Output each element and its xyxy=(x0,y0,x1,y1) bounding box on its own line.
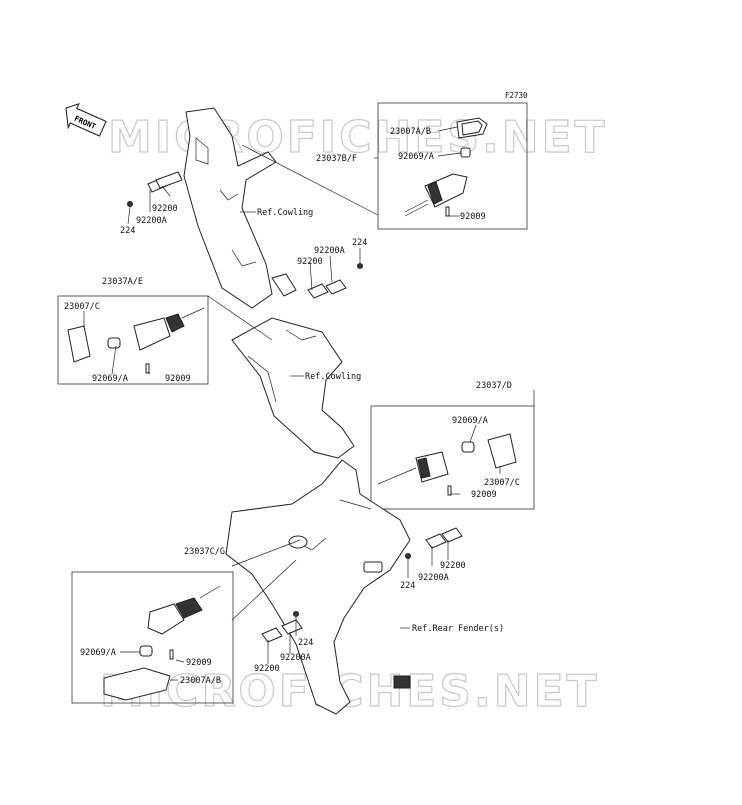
fastener-set-top-left xyxy=(127,171,183,207)
label-23007ab-top: 23007A/B xyxy=(390,127,431,137)
group-box-23037b xyxy=(377,102,528,230)
label-92069a-top: 92069/A xyxy=(398,152,434,162)
turn-signal-front-left xyxy=(67,307,205,374)
label-92200a-bottommid: 92200A xyxy=(280,653,311,663)
label-23007c-right: 23007/C xyxy=(484,478,520,488)
label-92069a-right: 92069/A xyxy=(452,416,488,426)
label-92200a-topleft: 92200A xyxy=(136,216,167,226)
group-box-23037a xyxy=(57,295,209,385)
turn-signal-front-right xyxy=(404,117,488,217)
label-23037d: 23037/D xyxy=(476,381,512,391)
turn-signal-rear-left xyxy=(103,585,221,701)
label-23007ab-bottom: 23007A/B xyxy=(180,676,221,686)
label-224-mid: 224 xyxy=(352,238,367,248)
label-224-bottomright: 224 xyxy=(400,581,415,591)
diagram-code: F2730 xyxy=(505,91,528,100)
fastener-set-bottom-mid xyxy=(261,611,303,643)
label-92200a-bottomright: 92200A xyxy=(418,573,449,583)
label-92200a-mid: 92200A xyxy=(314,246,345,256)
label-23037ae: 23037A/E xyxy=(102,277,143,287)
turn-signal-rear-right xyxy=(377,433,517,496)
label-ref-rear-fender: Ref.Rear Fender(s) xyxy=(412,624,504,634)
label-ref-cowling-mid: Ref.Cowling xyxy=(305,372,361,382)
label-224-topleft: 224 xyxy=(120,226,135,236)
cowling-middle xyxy=(231,317,355,459)
front-arrow-icon: FRONT xyxy=(65,102,107,137)
label-92200-mid: 92200 xyxy=(297,257,323,267)
group-box-23037d xyxy=(370,405,535,510)
label-92069a-bottomleft: 92069/A xyxy=(80,648,116,658)
label-92200-bottomright: 92200 xyxy=(440,561,466,571)
label-92009-top: 92009 xyxy=(460,212,486,222)
label-92009-bottomleft: 92009 xyxy=(186,658,212,668)
watermark-top: MICROFICHES.NET xyxy=(108,112,608,163)
cowling-bracket-top xyxy=(183,107,277,309)
label-92069a-left: 92069/A xyxy=(92,374,128,384)
leader-lines xyxy=(83,126,535,681)
fastener-set-bottom-right xyxy=(405,527,463,559)
label-92009-right: 92009 xyxy=(471,490,497,500)
rear-fender xyxy=(225,459,411,715)
label-23007c-left: 23007/C xyxy=(64,302,100,312)
label-ref-cowling-top: Ref.Cowling xyxy=(257,208,313,218)
fastener-set-mid xyxy=(271,263,363,299)
label-224-bottommid: 224 xyxy=(298,638,313,648)
label-92200-bottommid: 92200 xyxy=(254,664,280,674)
label-92200-topleft: 92200 xyxy=(152,204,178,214)
group-box-23037c xyxy=(71,571,234,704)
watermark-bottom: MICROFICHES.NET xyxy=(100,666,600,717)
label-23037cg: 23037C/G xyxy=(184,547,225,557)
label-23037bf: 23037B/F xyxy=(316,154,357,164)
label-92009-left: 92009 xyxy=(165,374,191,384)
